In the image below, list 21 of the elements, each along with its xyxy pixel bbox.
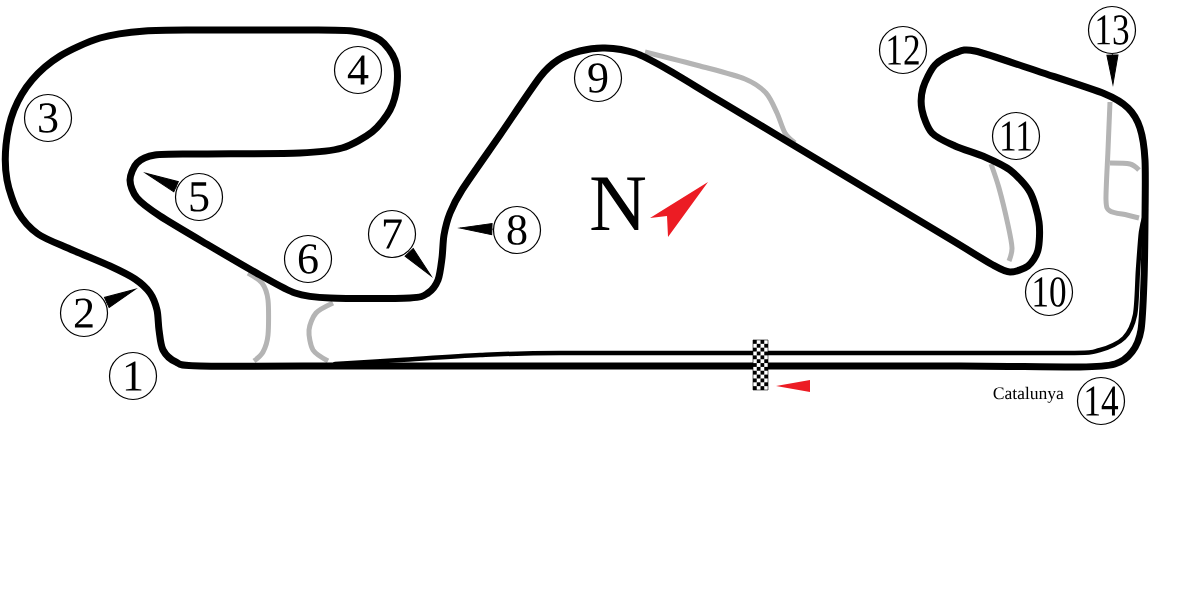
pointer-arrow <box>404 248 432 277</box>
corner-number: 1 <box>108 351 158 401</box>
pointer-arrow <box>1106 53 1119 85</box>
corner-number: 12 <box>878 25 928 75</box>
corner-number: 14 <box>1076 376 1126 426</box>
corner-number: 6 <box>283 234 333 284</box>
pointer-arrow <box>145 172 179 193</box>
pointer-arrow <box>103 288 136 308</box>
corner-number: 7 <box>367 209 417 259</box>
corner-number: 3 <box>23 93 73 143</box>
corner-number: 13 <box>1087 5 1137 55</box>
compass-letter: N <box>591 177 646 230</box>
corner-number: 5 <box>174 172 224 222</box>
corner-number: 10 <box>1024 267 1074 317</box>
corner-number: 2 <box>59 288 109 338</box>
corner-number: 9 <box>573 53 623 103</box>
corner-number: 4 <box>333 45 383 95</box>
pointer-arrow <box>459 223 494 236</box>
corner-name: Catalunya <box>993 386 1064 403</box>
corner-number: 8 <box>492 205 542 255</box>
corner-number: 11 <box>991 111 1041 161</box>
